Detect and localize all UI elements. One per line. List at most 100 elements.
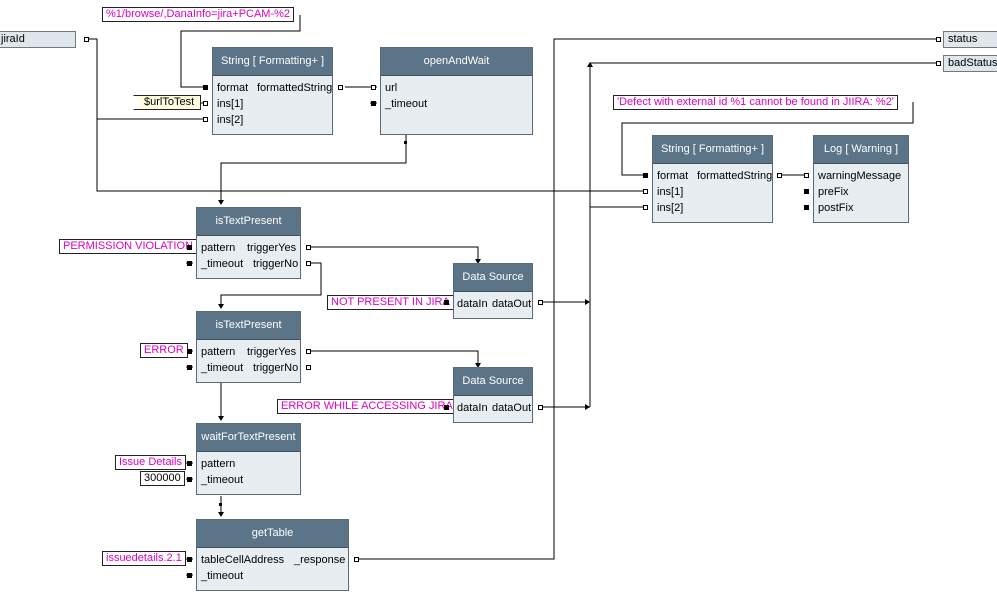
- pin-label-format: format: [217, 82, 249, 94]
- pin-trigger-yes-out[interactable]: [306, 349, 311, 354]
- constant-defect-message[interactable]: 'Defect with external id %1 cannot be fo…: [613, 95, 898, 110]
- pin-label-ins1: ins[1]: [217, 98, 244, 110]
- pin-label-pattern: pattern: [201, 346, 236, 358]
- pin-data-in[interactable]: [444, 405, 449, 410]
- node-title: getTable: [197, 520, 348, 548]
- pin-timeout-in[interactable]: [187, 365, 192, 370]
- pin-ins2-in[interactable]: [203, 117, 208, 122]
- variable-urltotest[interactable]: $urlToTest: [133, 95, 201, 110]
- pin-ins2-in[interactable]: [643, 205, 648, 210]
- node-wait-for-text-present[interactable]: waitForTextPresent pattern _timeout: [196, 423, 301, 495]
- pin-prefix-in[interactable]: [804, 189, 809, 194]
- constant-permission-violation[interactable]: PERMISSION VIOLATION: [59, 239, 197, 254]
- node-string-formatting-1[interactable]: String [ Formatting+ ] format formattedS…: [212, 47, 333, 135]
- pin-cell-address-in[interactable]: [187, 557, 192, 562]
- node-data-source-1[interactable]: Data Source dataIn dataOut: [453, 263, 533, 319]
- node-is-text-present-2[interactable]: isTextPresent pattern triggerYes _timeou…: [196, 311, 301, 383]
- arrow-istext1: [218, 200, 224, 205]
- pin-timeout-in[interactable]: [187, 477, 192, 482]
- port-label: jiraId: [1, 33, 25, 45]
- wire-jiraid-branch: [96, 119, 647, 192]
- constant-not-present[interactable]: NOT PRESENT IN JIRA: [327, 295, 454, 310]
- pin-status-in[interactable]: [936, 37, 941, 42]
- arrow-ds1: [475, 259, 481, 264]
- node-log-warning[interactable]: Log [ Warning ] warningMessage preFix po…: [813, 135, 909, 223]
- node-title: String [ Formatting+ ]: [653, 136, 772, 164]
- constant-error-accessing[interactable]: ERROR WHILE ACCESSING JIRA: [277, 399, 457, 414]
- port-label: badStatus: [948, 57, 997, 69]
- node-title: Log [ Warning ]: [814, 136, 908, 164]
- output-port-badstatus[interactable]: badStatus: [943, 55, 997, 72]
- constant-browse-url[interactable]: %1/browse/,DanaInfo=jira+PCAM-%2: [102, 7, 295, 22]
- input-port-jiraid[interactable]: jiraId: [0, 31, 76, 48]
- node-title: waitForTextPresent: [197, 424, 300, 452]
- pin-postfix-in[interactable]: [804, 205, 809, 210]
- pin-label-trigger-yes: triggerYes: [247, 346, 297, 358]
- wire-browse-format: [180, 15, 301, 88]
- pin-ins1-in[interactable]: [203, 101, 208, 106]
- pin-timeout-in[interactable]: [187, 573, 192, 578]
- wire-badstatus: [589, 62, 938, 407]
- pin-label-trigger-no: triggerNo: [253, 258, 299, 270]
- constant-timeout-value[interactable]: 300000: [140, 471, 185, 486]
- pin-label-postfix: postFix: [818, 202, 854, 214]
- pin-pattern-in[interactable]: [187, 461, 192, 466]
- wire-jiraid: [89, 38, 203, 120]
- node-title: isTextPresent: [197, 312, 300, 340]
- pin-timeout-in[interactable]: [371, 101, 376, 106]
- pin-label-ins2: ins[2]: [657, 202, 684, 214]
- constant-error[interactable]: ERROR: [140, 343, 188, 358]
- pin-format-in[interactable]: [643, 173, 648, 178]
- pin-trigger-yes-out[interactable]: [306, 245, 311, 250]
- pin-pattern-in[interactable]: [187, 349, 192, 354]
- pin-label-ins2: ins[2]: [217, 114, 244, 126]
- pin-data-in[interactable]: [444, 300, 449, 305]
- pin-label-formatted-string: formattedString: [697, 170, 773, 182]
- pin-data-out[interactable]: [538, 300, 543, 305]
- pin-formatted-out[interactable]: [777, 173, 782, 178]
- pin-timeout-in[interactable]: [187, 261, 192, 266]
- pin-url-in[interactable]: [371, 85, 376, 90]
- pin-jiraid-out[interactable]: [84, 37, 89, 42]
- pin-warning-in[interactable]: [804, 173, 809, 178]
- pin-trigger-no-out[interactable]: [306, 261, 311, 266]
- node-string-formatting-2[interactable]: String [ Formatting+ ] format formattedS…: [652, 135, 773, 223]
- wire-yes2-ds2: [311, 350, 479, 367]
- arrow-badstatus-up: [587, 62, 593, 67]
- pin-label-trigger-no: triggerNo: [253, 362, 299, 374]
- wire-dot-open: [404, 141, 407, 144]
- pin-label-timeout: _timeout: [201, 362, 244, 374]
- pin-badstatus-in[interactable]: [936, 61, 941, 66]
- node-data-source-2[interactable]: Data Source dataIn dataOut: [453, 367, 533, 423]
- pin-label-data-in: dataIn: [457, 298, 488, 310]
- pin-data-out[interactable]: [538, 405, 543, 410]
- pin-label-timeout: _timeout: [201, 570, 244, 582]
- pin-label-ins1: ins[1]: [657, 186, 684, 198]
- arrow-istext2: [218, 304, 224, 309]
- node-title: Data Source: [454, 264, 532, 292]
- pin-label-trigger-yes: triggerYes: [247, 242, 297, 254]
- pin-pattern-in[interactable]: [187, 245, 192, 250]
- wire-yes1-ds1: [311, 246, 479, 263]
- pin-trigger-no-out[interactable]: [306, 365, 311, 370]
- constant-issue-details[interactable]: Issue Details: [115, 455, 186, 470]
- pin-ins1-in[interactable]: [643, 189, 648, 194]
- pin-label-format: format: [657, 170, 689, 182]
- node-title: Data Source: [454, 368, 532, 396]
- node-is-text-present-1[interactable]: isTextPresent pattern triggerYes _timeou…: [196, 207, 301, 279]
- node-title: isTextPresent: [197, 208, 300, 236]
- node-get-table[interactable]: getTable tableCellAddress _response _tim…: [196, 519, 349, 591]
- arrow-gettable: [218, 512, 224, 517]
- pin-label-data-in: dataIn: [457, 402, 488, 414]
- pin-formatted-out[interactable]: [338, 85, 343, 90]
- pin-label-formatted-string: formattedString: [257, 82, 333, 94]
- output-port-status[interactable]: status: [943, 31, 997, 48]
- pin-label-pattern: pattern: [201, 458, 236, 470]
- constant-issuedetails-addr[interactable]: issuedetails.2.1: [102, 551, 186, 566]
- node-open-and-wait[interactable]: openAndWait url _timeout: [380, 47, 533, 135]
- pin-label-timeout: _timeout: [201, 258, 244, 270]
- wire-dot-wait: [219, 503, 222, 506]
- pin-response-out[interactable]: [354, 557, 359, 562]
- pin-format-in[interactable]: [203, 85, 208, 90]
- port-label: status: [948, 33, 978, 45]
